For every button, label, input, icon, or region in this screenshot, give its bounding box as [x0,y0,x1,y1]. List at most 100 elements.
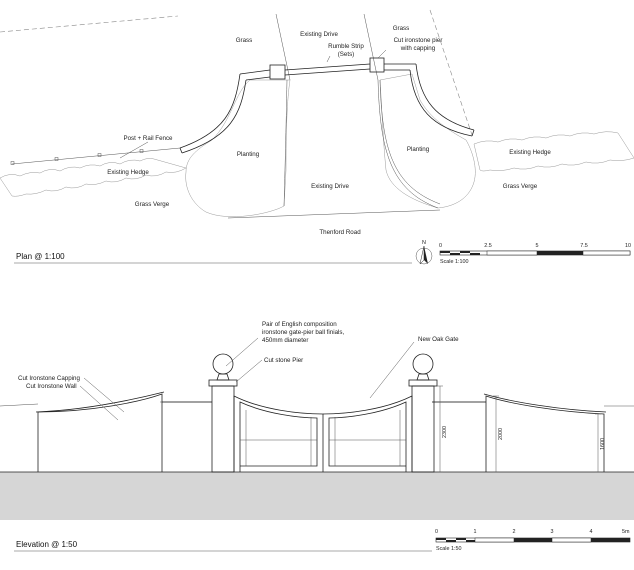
label-pier: Cut stone Pier [264,357,303,364]
planting-left [185,79,291,217]
curved-wall-left-inner [181,79,247,154]
elev-scale-tick-3: 3 [551,529,554,535]
label-wall: Cut Ironstone Wall [26,383,77,390]
label-planting-left: Planting [237,151,260,158]
label-rumble-sets: (Sets) [338,51,355,58]
ball-finial-left [212,353,234,375]
drive-edge-top-right [363,13,379,81]
label-rumble-strip: Rumble Strip [328,43,364,50]
plan-scale-tick-1: 2.5 [484,243,492,249]
elev-scale-tick-0: 0 [435,529,438,535]
label-finials-1: Pair of English composition [262,321,337,328]
finial-base-right [416,373,430,381]
plan-pier-left [269,64,286,80]
elevation-view: 2300 2000 1600 Pair of English compositi… [0,321,634,552]
pier-cap-right [408,379,438,387]
road-edge-apron [227,209,441,219]
label-capping: Cut Ironstone Capping [18,375,80,382]
gate-leaf-left-inner [239,401,318,472]
boundary-line-right [429,9,473,136]
hedge-left [0,158,187,197]
dim-pier-height-line [437,385,443,473]
elevation-scale-bar [435,537,631,543]
label-gate: New Oak Gate [418,336,459,343]
ground-band [0,472,634,520]
rumble-strip [284,63,371,76]
plan-scale-tick-3: 7.5 [580,243,588,249]
leader-finials [225,337,259,367]
leader-pier [377,49,387,59]
oak-gate [233,395,413,472]
label-grass-right: Grass [393,25,410,32]
label-existing-drive-mid: Existing Drive [311,183,349,190]
gate-leaf-right-inner [328,401,407,472]
leader-fence [119,141,149,159]
label-fence: Post + Rail Fence [123,135,173,142]
label-pier-note-2: with capping [400,45,436,52]
elev-scale-tick-2: 2 [513,529,516,535]
leader-gate [369,341,415,399]
gate-leaf-left [233,395,324,472]
post-rail-fence [11,147,181,165]
north-arrow-icon [415,245,433,265]
elev-scale-tick-5: 5m [622,529,630,535]
finial-base-left [216,373,230,381]
plan-scale-tick-2: 5 [536,243,539,249]
label-road: Thenford Road [319,229,361,236]
plan-title: Plan @ 1:100 [16,252,65,261]
capping-right [483,393,607,413]
dim-wall-height: 1600 [600,438,606,450]
pier-cap-left [208,379,238,387]
plan-pier-right [369,57,385,73]
plan-scale-tick-4: 10 [625,243,631,249]
plan-scale-caption: Scale 1:100 [440,259,468,265]
elev-scale-tick-4: 4 [590,529,593,535]
leader-rumble [326,55,331,63]
wall-right-return [384,63,416,71]
wall-ends [179,129,475,154]
dim-wall-height-line [595,413,601,473]
leader-wall [79,385,119,421]
gate-stiles [245,410,401,466]
drive-edge-left [283,79,288,207]
gate-leaf-right [322,395,413,472]
label-grass-verge-right: Grass Verge [503,183,538,190]
label-pier-note-1: Cut ironstone pier [394,37,443,44]
drive-edge-top-left [275,13,291,81]
dim-pier-height: 2300 [442,426,448,438]
wall-right [485,395,605,472]
label-finials-3: 450mm diameter [262,337,308,344]
dim-gate-height: 2000 [498,428,504,440]
curved-wall-right-inner [409,69,473,137]
hedge-right [473,131,634,172]
plan-view: Grass Existing Drive Grass Rumble Strip … [0,9,634,265]
elevation-title: Elevation @ 1:50 [16,540,78,549]
label-grass-left: Grass [236,37,253,44]
elev-scale-caption: Scale 1:50 [436,546,461,552]
drive-edge-right-kerb [379,79,441,205]
leader-capping [83,377,125,413]
ball-finial-right [412,353,434,375]
curved-wall-right-outer [415,63,475,131]
label-existing-drive-top: Existing Drive [300,31,338,38]
elev-scale-tick-1: 1 [474,529,477,535]
label-planting-right: Planting [407,146,430,153]
label-hedge-right: Existing Hedge [509,149,551,156]
leader-pier [235,359,263,383]
elevation-pier-left [211,385,235,473]
dim-gate-height-line [493,395,499,473]
plan-scale-bar [439,250,631,256]
north-label: N [422,240,426,246]
drive-edge-right [377,79,439,209]
planting-right [379,73,476,209]
label-hedge-left: Existing Hedge [107,169,149,176]
curved-wall-left-outer [179,73,241,149]
plan-scale-tick-0: 0 [439,243,442,249]
wall-left-return [239,69,271,81]
label-grass-verge-left: Grass Verge [135,201,170,208]
boundary-line-left [0,15,179,33]
label-finials-2: ironstone gate-pier ball finials, [262,329,344,336]
fence-posts [10,149,144,165]
elevation-pier-right [411,385,435,473]
